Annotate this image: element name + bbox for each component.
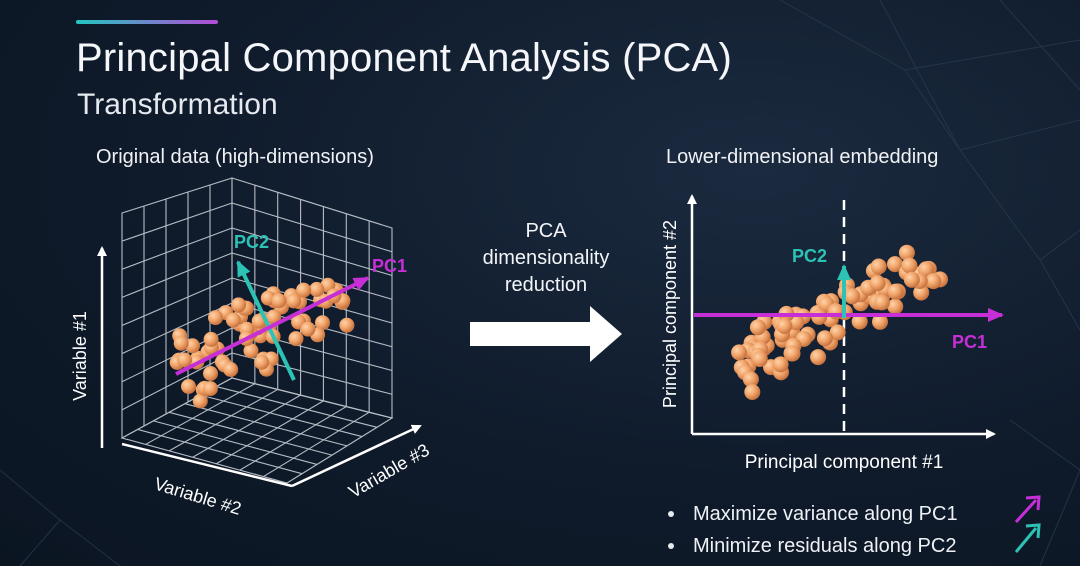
- data-point: [810, 349, 827, 366]
- data-point: [203, 331, 219, 347]
- data-point: [173, 335, 189, 351]
- bullet-item: Maximize variance along PC1: [668, 498, 958, 530]
- data-point: [744, 384, 761, 400]
- right-pc2-label: PC2: [792, 246, 827, 266]
- data-point: [828, 303, 845, 320]
- data-point: [231, 297, 247, 313]
- data-point: [887, 283, 904, 300]
- right-pc1-label: PC1: [952, 332, 987, 352]
- left-axis-label-variable-2: Variable #2: [152, 474, 244, 519]
- bullet-dot: [668, 543, 674, 549]
- transformation-label: PCA dimensionality reduction: [464, 218, 628, 299]
- right-axis-label-pc2: Principal component #2: [660, 220, 680, 408]
- data-point: [339, 317, 355, 333]
- data-point: [185, 338, 200, 354]
- data-point: [873, 294, 890, 311]
- left-axis-label-variable-3: Variable #3: [345, 440, 433, 502]
- data-point: [844, 288, 861, 305]
- data-point: [772, 356, 789, 373]
- title-accent-bar: [76, 20, 218, 24]
- left-pc1-label: PC1: [372, 256, 407, 276]
- data-point: [203, 366, 218, 381]
- right-axis-label-pc1: Principal component #1: [745, 452, 944, 473]
- data-point: [898, 244, 915, 261]
- data-point: [225, 312, 241, 328]
- data-point: [181, 379, 196, 394]
- page-title: Principal Component Analysis (PCA): [76, 36, 732, 80]
- left-axis-label-variable-1: Variable #1: [70, 311, 90, 401]
- left-axis-variable-3: [291, 424, 422, 488]
- arrow-up-right-icon: [1014, 495, 1041, 524]
- data-point: [192, 393, 208, 409]
- transformation-label-line-2: dimensionality: [482, 247, 610, 269]
- bullet-text: Maximize variance along PC1: [693, 503, 958, 525]
- data-point: [829, 324, 846, 341]
- data-point: [315, 315, 330, 331]
- data-point: [776, 318, 793, 334]
- transformation-label-line-3: reduction: [504, 274, 588, 296]
- data-point: [903, 271, 920, 288]
- right-data-points: [731, 244, 948, 400]
- data-point: [749, 319, 766, 336]
- page-subtitle: Transformation: [77, 88, 278, 121]
- data-point: [872, 313, 888, 330]
- data-point: [816, 330, 833, 347]
- data-point: [918, 261, 935, 278]
- data-point: [243, 343, 259, 359]
- data-point: [925, 273, 942, 290]
- left-pc2-label: PC2: [234, 232, 269, 252]
- arrow-up-right-icon: [1014, 523, 1041, 553]
- data-point: [731, 344, 748, 361]
- data-point: [851, 313, 868, 330]
- data-point: [296, 282, 312, 298]
- data-point: [223, 362, 239, 377]
- data-point: [254, 354, 270, 370]
- data-point: [266, 309, 282, 325]
- data-point: [286, 293, 302, 309]
- data-point: [300, 321, 316, 337]
- data-point: [887, 256, 903, 273]
- data-point: [271, 293, 287, 309]
- left-pc1-arrow: [175, 276, 370, 376]
- data-point: [309, 281, 325, 297]
- left-pc2-arrow: [236, 260, 296, 381]
- data-point: [288, 331, 304, 347]
- bullet-item: Minimize residuals along PC2: [668, 530, 958, 562]
- data-point: [784, 345, 801, 362]
- left-panel-heading: Original data (high-dimensions): [96, 146, 374, 168]
- transformation-arrow-icon: [470, 306, 622, 362]
- data-point: [742, 371, 759, 388]
- bullet-dot: [668, 511, 674, 517]
- data-point: [202, 381, 218, 397]
- bullet-list: Maximize variance along PC1 Minimize res…: [668, 498, 958, 562]
- data-point: [751, 351, 768, 367]
- data-point: [208, 310, 223, 326]
- transformation-label-line-1: PCA: [525, 220, 567, 242]
- right-panel-heading: Lower-dimensional embedding: [666, 146, 939, 168]
- data-point: [177, 352, 193, 368]
- bullet-text: Minimize residuals along PC2: [693, 535, 957, 557]
- data-point: [901, 257, 918, 274]
- left-axis-floor-edge: [121, 442, 293, 488]
- data-point: [887, 298, 904, 315]
- data-point: [869, 275, 886, 292]
- data-point: [870, 258, 887, 275]
